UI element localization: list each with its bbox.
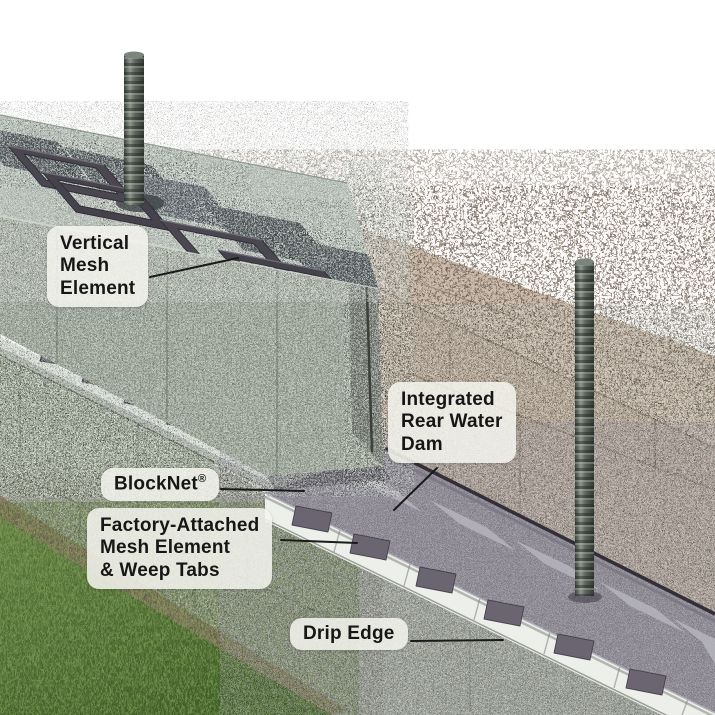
ring-highlights (7, 145, 325, 272)
mesh-light-patch (600, 582, 686, 633)
callout-vertical-mesh-element: Vertical Mesh Element (47, 226, 149, 308)
grass (0, 518, 332, 715)
blocknet-assembly (264, 446, 715, 715)
rear-water-dam-edge (384, 446, 715, 616)
weep-tab (291, 505, 333, 533)
weep-tab (415, 566, 457, 594)
leader-lines (149, 257, 504, 642)
callout-blocknet: BlockNet® (101, 468, 220, 501)
registered-trademark-symbol: ® (197, 473, 207, 485)
factory-weep-tabs (291, 505, 667, 696)
rebar-left (124, 51, 144, 205)
rebar-right (568, 258, 602, 603)
rear-water-dam-ridge (386, 454, 715, 623)
mesh-light-patches (352, 470, 715, 664)
callout-integrated-rear-water-dam: Integrated Rear Water Dam (388, 382, 516, 464)
cmu-top-back-edge (0, 114, 348, 184)
rebar-ribs (124, 55, 144, 205)
weep-tab (553, 633, 595, 661)
rebar-cap (124, 51, 144, 59)
mesh-light-patch (430, 500, 516, 551)
callout-drip-edge: Drip Edge (290, 618, 408, 651)
weep-tab (483, 599, 525, 627)
leader-factory-attached (280, 539, 358, 544)
drip-edge-body (0, 337, 290, 492)
mesh-light-patch (672, 618, 715, 664)
mesh-light-patch (352, 470, 422, 512)
callout-factory-attached-mesh: Factory-Attached Mesh Element & Weep Tab… (87, 508, 273, 590)
block-core (278, 236, 378, 288)
leader-drip-edge (410, 639, 504, 642)
drip-edge-shade (0, 347, 290, 499)
drip-edge-shadow-line (0, 354, 291, 501)
cmu-end-groove (364, 261, 374, 453)
blocknet-label-text: BlockNet (114, 473, 198, 495)
leader-integrated-rear-water-dam (393, 467, 438, 511)
weep-tab (625, 668, 667, 696)
rebar-ribs (575, 262, 594, 596)
blocknet-mesh (265, 448, 715, 713)
leader-blocknet (220, 488, 305, 492)
drip-edge-section-seams (333, 529, 689, 715)
leader-vertical-mesh-element (149, 257, 239, 278)
block-cast-shadow (267, 466, 391, 490)
drip-edge-band-bottom (264, 518, 668, 715)
weep-tab (349, 533, 391, 561)
rebar-cap (575, 258, 594, 266)
